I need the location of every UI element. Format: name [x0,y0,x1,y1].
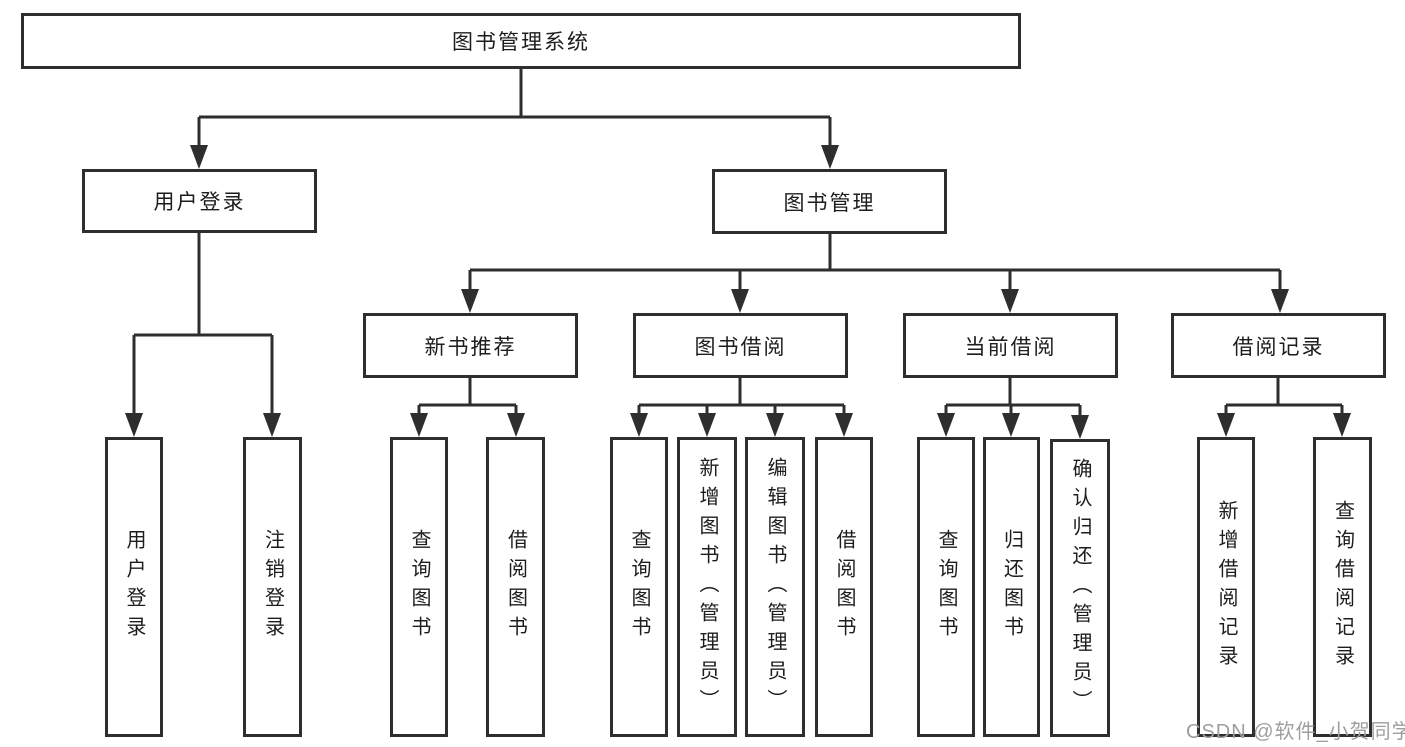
connector-records-children [1217,378,1351,437]
arrowhead [263,413,281,437]
arrowhead [937,413,955,437]
arrowhead [410,413,428,437]
leaf-records-add-record: 新增借阅记录 [1197,437,1255,737]
leaf-records-add-record-label: 新增借阅记录 [1215,500,1237,674]
leaf-current-confirm-return-admin-label: 确认归还（管理员） [1069,457,1091,719]
leaf-borrow-query-books: 查询图书 [610,437,668,737]
connector-book-mgmt-to-level3 [461,234,1289,313]
leaf-newbooks-borrow-books-label: 借阅图书 [504,529,527,645]
leaf-borrow-edit-books-admin: 编辑图书（管理员） [745,437,805,737]
leaf-borrow-borrow-books: 借阅图书 [815,437,873,737]
arrowhead [821,145,839,169]
node-current-borrowing: 当前借阅 [903,313,1118,378]
node-user-login: 用户登录 [82,169,317,233]
connector-current-children [937,378,1089,439]
leaf-user-login-label: 用户登录 [123,529,145,645]
arrowhead [461,289,479,313]
watermark: CSDN @软件_小贺同学 [1186,721,1405,743]
leaf-borrow-add-books-admin-label: 新增图书（管理员） [696,456,718,718]
node-book-borrowing: 图书借阅 [633,313,848,378]
leaf-borrow-edit-books-admin-label: 编辑图书（管理员） [764,456,786,718]
leaf-borrow-add-books-admin: 新增图书（管理员） [677,437,737,737]
arrowhead [1217,413,1235,437]
arrowhead [731,289,749,313]
node-user-login-label: 用户登录 [153,191,246,214]
node-borrowing-records-label: 借阅记录 [1232,335,1325,359]
leaf-current-return-books-label: 归还图书 [1000,529,1023,645]
connector-borrow-children [630,378,853,437]
arrowhead [1271,289,1289,313]
leaf-newbooks-query-books: 查询图书 [390,437,448,737]
node-borrowing-records: 借阅记录 [1171,313,1386,378]
leaf-records-query-record: 查询借阅记录 [1313,437,1372,737]
leaf-newbooks-query-books-label: 查询图书 [408,529,430,645]
leaf-borrow-query-books-label: 查询图书 [628,529,650,645]
connector-user-login-children [125,233,281,437]
arrowhead [766,413,784,437]
arrowhead [630,413,648,437]
leaf-current-confirm-return-admin: 确认归还（管理员） [1050,439,1110,737]
arrowhead [1333,413,1351,437]
leaf-records-query-record-label: 查询借阅记录 [1331,500,1354,674]
connector-new-books-children [410,378,525,437]
leaf-logout-label: 注销登录 [261,529,284,645]
connector-root-to-level2 [190,69,839,169]
arrowhead [1071,415,1089,439]
leaf-borrow-borrow-books-label: 借阅图书 [833,529,855,645]
node-new-book-recommend-label: 新书推荐 [424,335,517,359]
node-book-borrowing-label: 图书借阅 [694,335,787,359]
arrowhead [835,413,853,437]
node-current-borrowing-label: 当前借阅 [964,335,1057,359]
node-root-label: 图书管理系统 [452,31,590,54]
arrowhead [1001,289,1019,313]
node-book-management: 图书管理 [712,169,947,234]
leaf-newbooks-borrow-books: 借阅图书 [486,437,545,737]
node-new-book-recommend: 新书推荐 [363,313,578,378]
arrowhead [507,413,525,437]
leaf-current-query-books-label: 查询图书 [935,529,957,645]
leaf-current-query-books: 查询图书 [917,437,975,737]
arrowhead [125,413,143,437]
leaf-user-login: 用户登录 [105,437,163,737]
arrowhead [190,145,208,169]
arrowhead [698,413,716,437]
arrowhead [1002,413,1020,437]
leaf-logout: 注销登录 [243,437,302,737]
node-book-management-label: 图书管理 [783,191,876,215]
leaf-current-return-books: 归还图书 [983,437,1040,737]
node-root: 图书管理系统 [21,13,1021,69]
